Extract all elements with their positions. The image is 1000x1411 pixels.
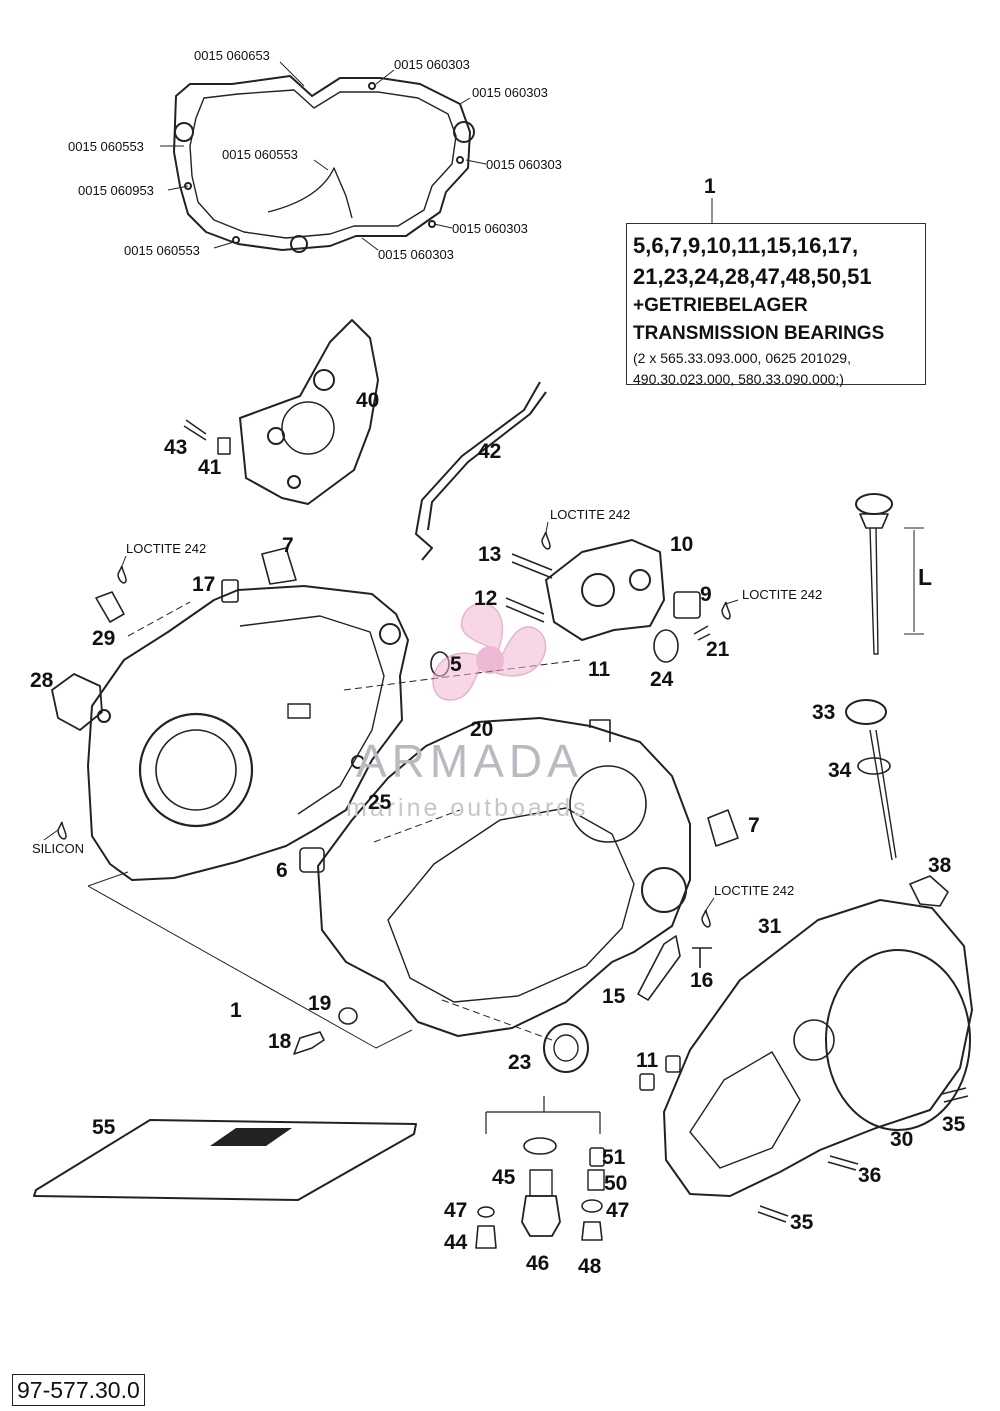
- gasket-part-060553-mid: 0015 060553: [222, 147, 298, 162]
- callout-23: 23: [508, 1051, 532, 1074]
- drawing-reference-number: 97-577.30.0: [12, 1374, 145, 1406]
- kit-line-3: +GETRIEBELAGER: [633, 295, 808, 316]
- kit-number: 1: [704, 175, 716, 198]
- callout-9: 9: [700, 583, 712, 606]
- kit-contents-box: 5,6,7,9,10,11,15,16,17, 21,23,24,28,47,4…: [626, 223, 926, 387]
- callout-21: 21: [706, 638, 730, 661]
- gasket-part-060953: 0015 060953: [78, 183, 154, 198]
- clutch-cover: [663, 899, 973, 1197]
- watermark-brand: ARMADA: [356, 735, 583, 787]
- callout-35-right: 35: [942, 1113, 966, 1136]
- loctite-note-top: LOCTITE 242: [550, 507, 631, 522]
- callout-15: 15: [602, 985, 626, 1008]
- callout-20: 20: [470, 718, 494, 741]
- callout-7-right: 7: [748, 814, 760, 837]
- loctite-note-right-mid: LOCTITE 242: [714, 883, 795, 898]
- callout-11-top: 11: [588, 658, 611, 681]
- callout-45: 45: [492, 1166, 516, 1189]
- gasket-part-060303-a: 0015 060303: [394, 57, 470, 72]
- chain-guide: [415, 381, 547, 561]
- gasket-inner-outline: [189, 89, 457, 239]
- callout-19: 19: [308, 992, 332, 1015]
- kit-line-6: 490.30.023.000, 580.33.090.000;): [633, 371, 844, 387]
- callout-11-bottom: 11: [636, 1049, 659, 1072]
- callout-41: 41: [198, 456, 222, 479]
- callout-1: 1: [230, 999, 242, 1022]
- gasket-part-060653: 0015 060653: [194, 48, 270, 63]
- callout-40: 40: [356, 389, 380, 412]
- callout-30: 30: [890, 1128, 914, 1151]
- callout-44: 44: [444, 1231, 468, 1254]
- callout-18: 18: [268, 1030, 292, 1053]
- callout-16: 16: [690, 969, 714, 992]
- gasket-part-060303-d: 0015 060303: [452, 221, 528, 236]
- loctite-note-left: LOCTITE 242: [126, 541, 207, 556]
- callout-31: 31: [758, 915, 782, 938]
- loctite-note-right-top: LOCTITE 242: [742, 587, 823, 602]
- callout-47-right: 47: [606, 1199, 630, 1222]
- kit-line-5: (2 x 565.33.093.000, 0625 201029,: [633, 350, 851, 366]
- callout-6: 6: [276, 859, 288, 882]
- callout-33: 33: [812, 701, 836, 724]
- kit-line-1: 5,6,7,9,10,11,15,16,17,: [633, 233, 859, 258]
- callout-48: 48: [578, 1255, 602, 1278]
- silicon-note: SILICON: [32, 841, 85, 856]
- gasket-set-bag: [33, 1119, 417, 1201]
- callout-42: 42: [478, 440, 502, 463]
- callout-36: 36: [858, 1164, 882, 1187]
- cover-plate: [239, 319, 379, 505]
- callout-46: 46: [526, 1252, 550, 1275]
- callout-12: 12: [474, 587, 498, 610]
- callout-43: 43: [164, 436, 188, 459]
- callout-24: 24: [650, 668, 674, 691]
- clutch-cover-gasket: [173, 75, 471, 251]
- watermark-logo: [432, 602, 547, 701]
- callout-38: 38: [928, 854, 952, 877]
- callout-28: 28: [30, 669, 54, 692]
- gasket-part-060553-left: 0015 060553: [68, 139, 144, 154]
- round-cover-28: [51, 673, 103, 731]
- callout-34: 34: [828, 759, 852, 782]
- left-crankcase: [87, 585, 409, 881]
- callout-50: 50: [604, 1172, 628, 1195]
- gasket-crank-arc: [267, 167, 353, 219]
- callout-47-left: 47: [444, 1199, 468, 1222]
- callout-51: 51: [602, 1146, 626, 1169]
- callout-7-top: 7: [282, 534, 294, 557]
- callout-17: 17: [192, 573, 216, 596]
- callout-25: 25: [368, 791, 392, 814]
- gasket-part-060553-bottom: 0015 060553: [124, 243, 200, 258]
- gasket-part-060303-e: 0015 060303: [378, 247, 454, 262]
- gasket-part-060303-b: 0015 060303: [472, 85, 548, 100]
- callout-13: 13: [478, 543, 502, 566]
- callout-10: 10: [670, 533, 694, 556]
- callout-35-bottom: 35: [790, 1211, 814, 1234]
- kit-line-4: TRANSMISSION BEARINGS: [633, 323, 885, 344]
- callout-5: 5: [450, 653, 462, 676]
- bearing-bracket: [545, 539, 665, 641]
- kit-leader: [711, 198, 713, 224]
- callout-29: 29: [92, 627, 116, 650]
- case-half-bracket: [87, 871, 413, 1049]
- watermark-tagline: marine outboards: [346, 794, 589, 822]
- kit-line-2: 21,23,24,28,47,48,50,51: [633, 264, 872, 289]
- dipstick-length-label: L: [918, 564, 933, 590]
- gasket-part-060303-c: 0015 060303: [486, 157, 562, 172]
- callout-55: 55: [92, 1116, 116, 1139]
